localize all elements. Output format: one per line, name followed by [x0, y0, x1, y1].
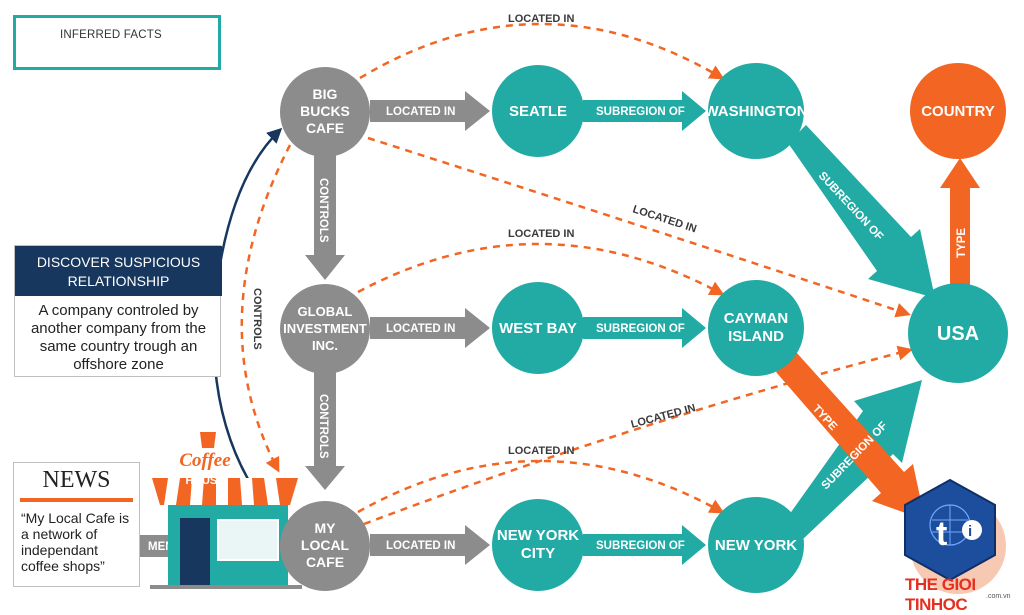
inferred-global-cayman	[357, 242, 725, 296]
arrow-seatle-subregion	[583, 91, 706, 131]
discover-body: A company controled by another company f…	[30, 302, 207, 373]
node-seatle-label: SEATLE	[509, 103, 567, 120]
label-mylocal-located-in: LOCATED IN	[386, 540, 455, 552]
legend-label: INFERRED FACTS	[60, 29, 162, 41]
arrow-nyc-subregion	[583, 525, 706, 565]
inferred-arrows	[240, 22, 913, 526]
inferred-bigbucks-mylocal	[240, 144, 292, 473]
label-inferred-cayman: LOCATED IN	[508, 228, 574, 240]
node-usa-label: USA	[937, 323, 979, 345]
discover-title: DISCOVER SUSPICIOUS RELATIONSHIP	[15, 246, 222, 296]
node-global-investment: GLOBAL INVESTMENT INC.	[280, 284, 370, 374]
watermark-logo: t i	[904, 478, 996, 582]
news-panel: NEWS “My Local Cafe is a network of inde…	[13, 462, 140, 587]
arrow-bigbucks-located-in	[370, 91, 490, 131]
label-inferred-mylocal-usa: LOCATED IN	[630, 402, 697, 431]
svg-text:t: t	[936, 515, 947, 553]
inferred-mylocal-newyork	[357, 459, 725, 514]
node-cayman-line2: ISLAND	[728, 328, 784, 345]
label-global-located-in: LOCATED IN	[386, 323, 455, 335]
arrow-global-controls	[305, 372, 345, 490]
arrow-global-located-in	[370, 308, 490, 348]
arrow-washington-subregion	[788, 125, 935, 298]
coffee-house-illustration: Coffee HOUSE	[150, 432, 302, 589]
node-global-line2: INVESTMENT	[283, 321, 367, 336]
coffee-sign-line2: HOUSE	[185, 475, 224, 487]
arrow-mylocal-located-in	[370, 525, 490, 565]
inferred-bigbucks-washington	[359, 22, 725, 80]
node-new-york-city: NEW YORK CITY	[492, 499, 584, 591]
label-seatle-subregion: SUBREGION OF	[596, 106, 685, 118]
node-new-york: NEW YORK	[708, 497, 804, 593]
arrow-usa-type	[940, 158, 980, 290]
news-title: NEWS	[42, 467, 111, 493]
news-body: “My Local Cafe is a network of independa…	[21, 510, 130, 574]
node-big-bucks-line3: CAFE	[306, 120, 344, 136]
label-global-controls: CONTROLS	[317, 394, 329, 459]
inferred-mylocal-usa	[363, 345, 913, 526]
node-global-line3: INC.	[312, 338, 338, 353]
node-newyork-label: NEW YORK	[715, 537, 797, 554]
coffee-sign-line1: Coffee	[179, 450, 231, 471]
node-nyc-line1: NEW YORK	[497, 527, 579, 544]
node-nyc-line2: CITY	[521, 545, 555, 562]
arrow-cayman-type	[776, 352, 925, 520]
node-washington: WASHINGTON	[704, 63, 808, 159]
node-my-local-cafe: MY LOCAL CAFE	[280, 501, 370, 591]
node-country: COUNTRY	[910, 63, 1006, 159]
label-inferred-newyork: LOCATED IN	[508, 445, 574, 457]
node-country-label: COUNTRY	[921, 103, 995, 120]
inferred-bigbucks-usa	[367, 136, 911, 318]
node-big-bucks-cafe: BIG BUCKS CAFE	[280, 67, 370, 157]
node-westbay-label: WEST BAY	[499, 320, 577, 337]
node-mylocal-line2: LOCAL	[301, 537, 350, 553]
node-cayman-line1: CAYMAN	[724, 310, 788, 327]
label-inferred-bigbucks-usa: LOCATED IN	[631, 203, 698, 235]
label-bigbucks-controls: CONTROLS	[317, 178, 329, 243]
node-washington-label: WASHINGTON	[704, 103, 807, 120]
node-west-bay: WEST BAY	[492, 282, 584, 374]
legend: INFERRED FACTS	[13, 15, 221, 70]
node-big-bucks-line2: BUCKS	[300, 103, 350, 119]
news-divider	[20, 498, 133, 502]
node-seatle: SEATLE	[492, 65, 584, 157]
svg-text:i: i	[968, 523, 972, 540]
node-global-line1: GLOBAL	[298, 304, 353, 319]
node-mylocal-line1: MY	[315, 520, 337, 536]
label-bigbucks-located-in: LOCATED IN	[386, 106, 455, 118]
label-inferred-controls: CONTROLS	[251, 288, 263, 350]
node-cayman-island: CAYMAN ISLAND	[708, 280, 804, 376]
discover-panel: DISCOVER SUSPICIOUS RELATIONSHIP A compa…	[14, 245, 222, 377]
arrow-bigbucks-controls	[305, 155, 345, 280]
label-usa-type: TYPE	[956, 228, 968, 258]
node-usa: USA	[908, 283, 1008, 383]
label-inferred-washington: LOCATED IN	[508, 13, 574, 25]
node-big-bucks-line1: BIG	[313, 86, 338, 102]
label-nyc-subregion: SUBREGION OF	[596, 540, 685, 552]
node-mylocal-line3: CAFE	[306, 554, 344, 570]
arrow-westbay-subregion	[583, 308, 706, 348]
label-westbay-subregion: SUBREGION OF	[596, 323, 685, 335]
watermark-domain: .com.vn	[986, 593, 1011, 600]
